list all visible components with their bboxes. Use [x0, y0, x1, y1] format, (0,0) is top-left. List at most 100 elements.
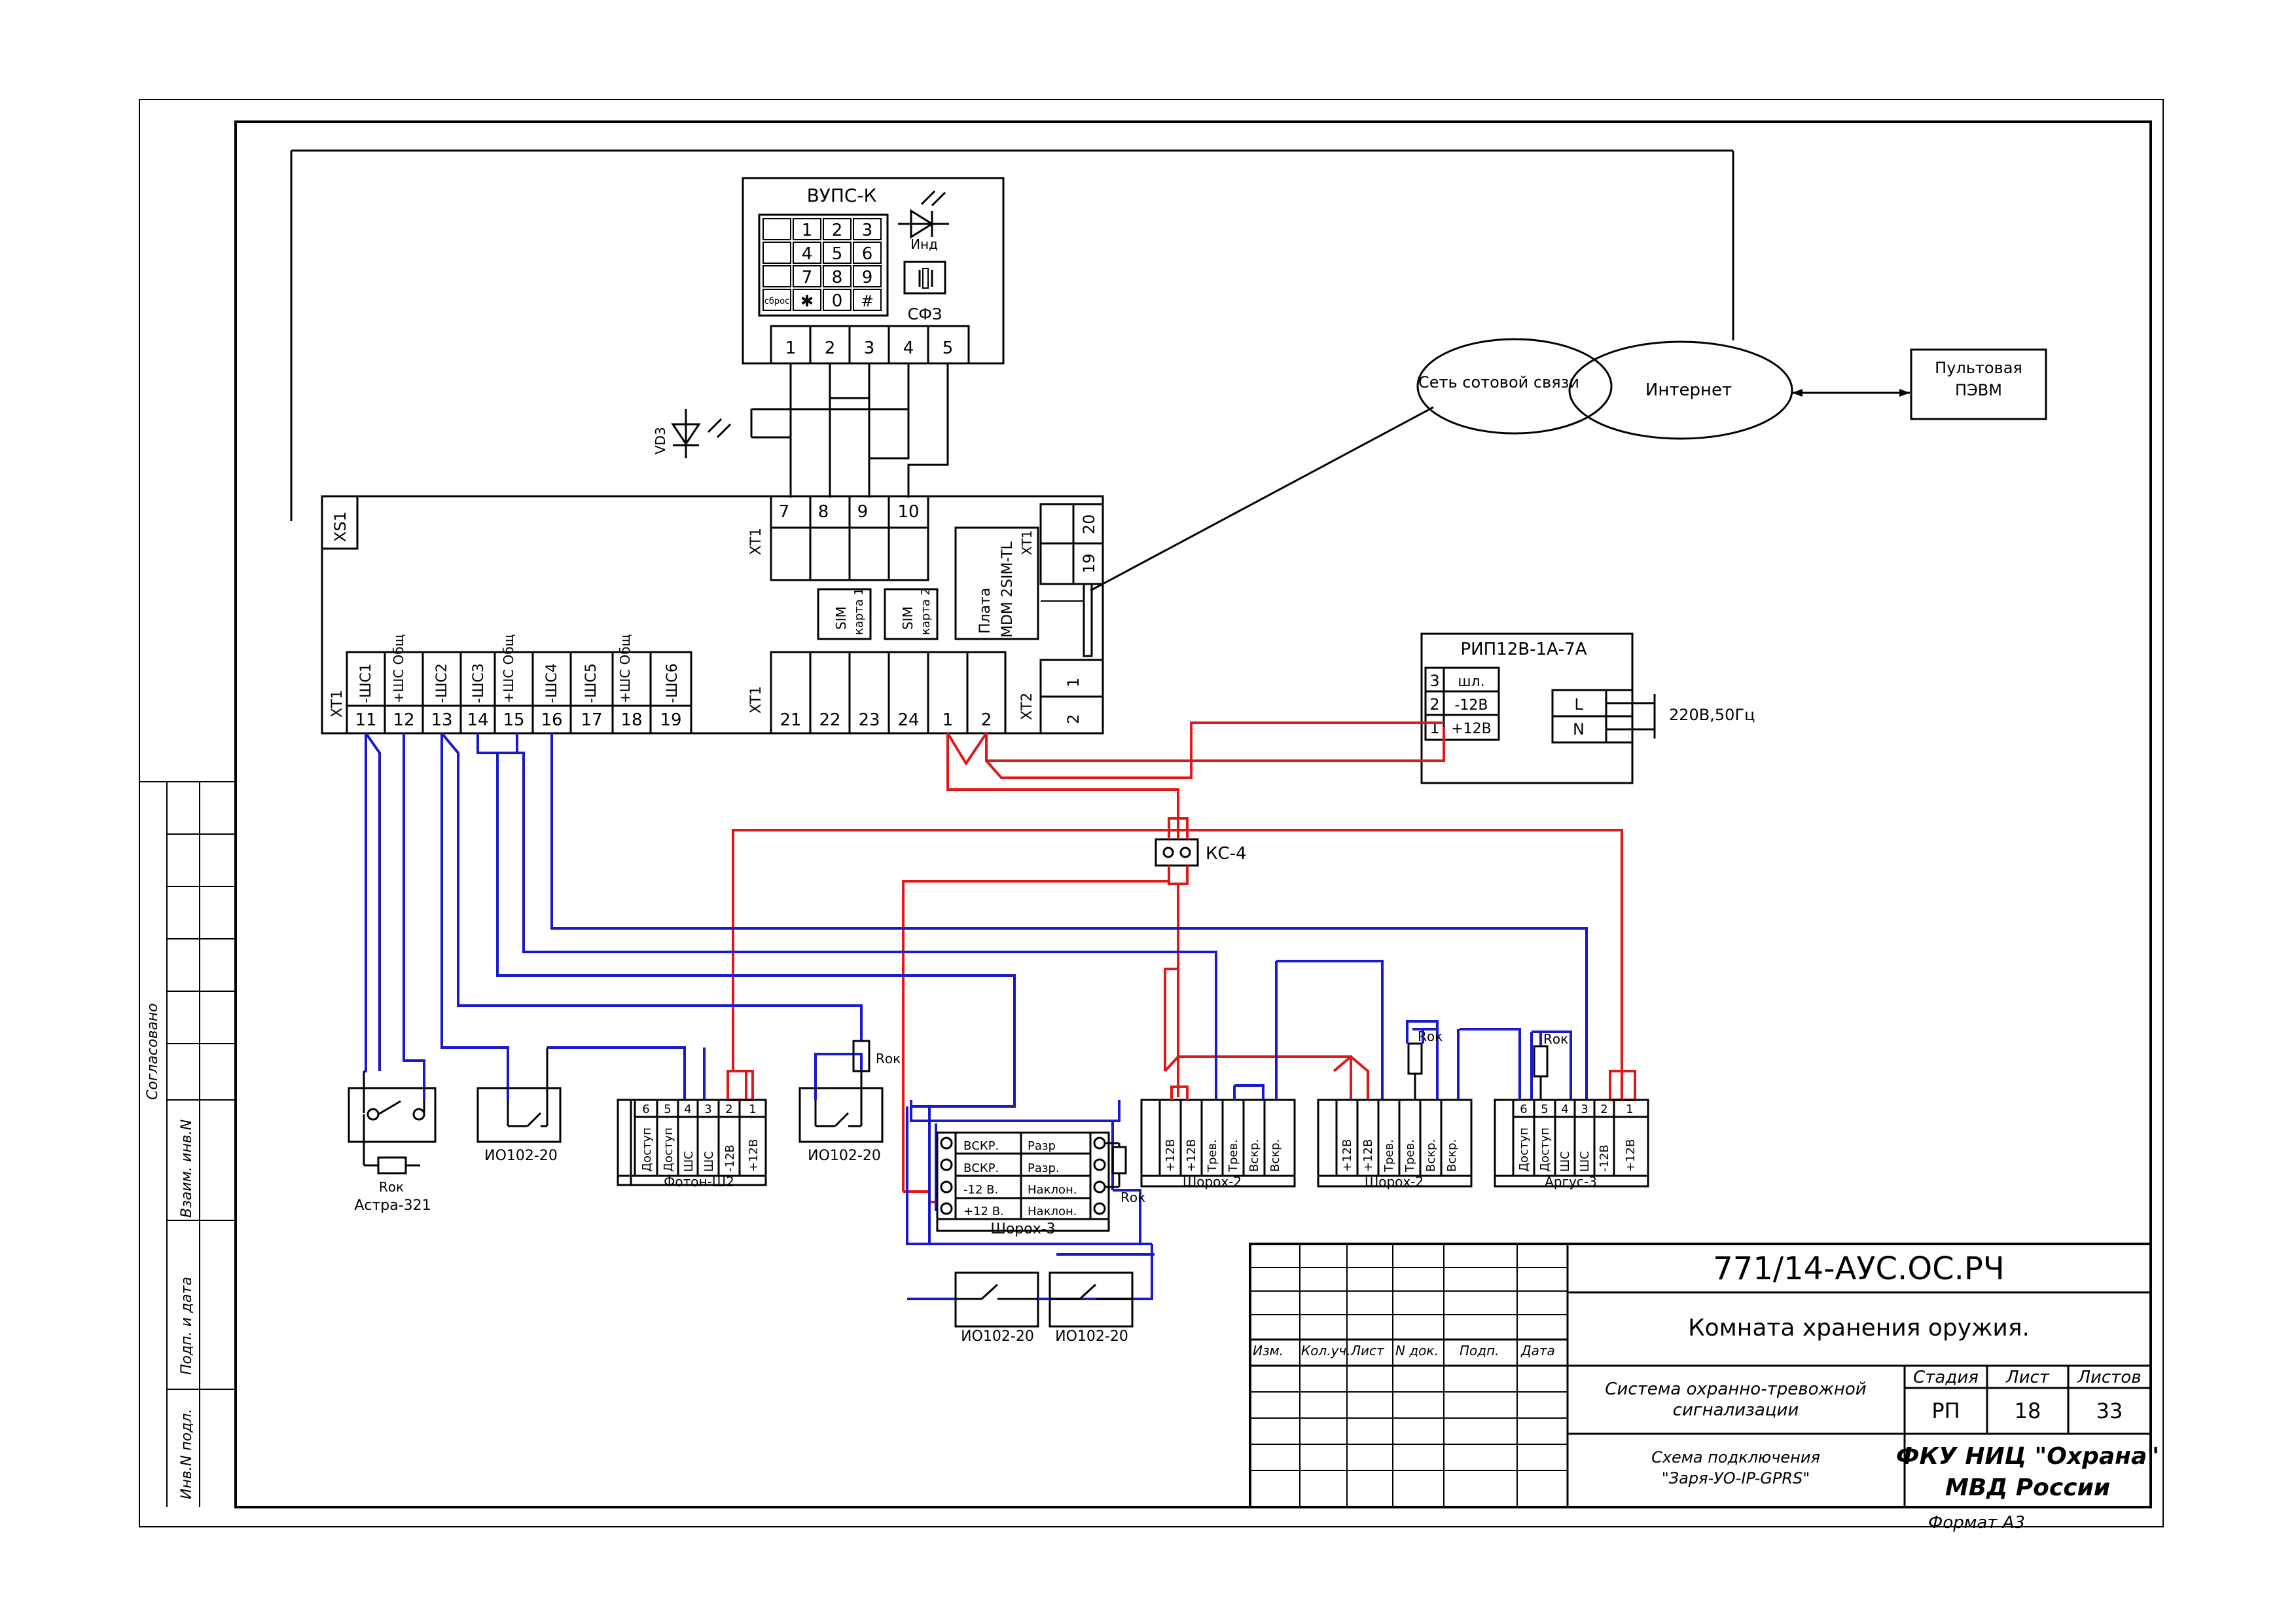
pc-line1: Пультовая	[1935, 359, 2022, 377]
vups-k-panel: ВУПС-К 1 2 3 4 5 6 7 8 9 сброс ✱ 0 #	[742, 177, 1005, 365]
sh2b-rok: Rок	[1418, 1029, 1443, 1044]
xt1-right-label: XT1	[1019, 530, 1035, 555]
stamp-agreed: Согласовано	[145, 1003, 161, 1100]
power-pin-22: 22	[819, 710, 840, 730]
vups-pin-3: 3	[864, 338, 875, 358]
xt1-power-label: XT1	[748, 686, 764, 714]
psu-rip12: РИП12В-1А-7А 3 шл. 2 -12В 1 +12В L N 220…	[1420, 632, 1755, 784]
loop-pin-19: 19	[660, 710, 681, 730]
stage-value: РП	[1931, 1398, 1960, 1423]
cellular-label: Сеть сотовой связи	[1418, 373, 1579, 392]
ind-label: Инд	[910, 236, 938, 252]
sh3-title: Шорох-3	[990, 1221, 1055, 1237]
vd3-diode-icon	[671, 409, 732, 458]
org-line1: ФКУ НИЦ "Охрана"	[1896, 1443, 2159, 1470]
foton-col-6: +12В	[747, 1139, 761, 1172]
sh2a-col-4: Трев.	[1227, 1139, 1240, 1173]
pin-8: 8	[818, 502, 829, 522]
foton-col-4: ШС	[702, 1151, 716, 1172]
sh2b-col-6: Вскр.	[1445, 1139, 1459, 1172]
vups-pin-4: 4	[903, 338, 914, 358]
pin-9: 9	[857, 502, 869, 522]
sheet-value: 18	[2015, 1398, 2041, 1423]
argus-col-1: Доступ	[1517, 1127, 1531, 1172]
io3-name: ИО102-20	[961, 1328, 1034, 1345]
io2-rok: Rок	[876, 1051, 901, 1067]
loop-label-4: -ШС3	[471, 663, 487, 703]
foton-num-1: 1	[749, 1103, 756, 1116]
argus-3-detector: 6 5 4 3 2 1 Доступ Доступ ШС ШС -12В +12…	[1494, 1031, 1649, 1190]
power-pin-21: 21	[780, 710, 801, 730]
xt2-pin-1: 1	[1064, 678, 1083, 687]
pin-19: 19	[1080, 553, 1098, 574]
vups-title: ВУПС-К	[807, 185, 877, 206]
argus-title: Аргус-3	[1545, 1174, 1597, 1190]
psu-row-2-num: 2	[1429, 695, 1439, 714]
col-ndok: N док.	[1395, 1343, 1439, 1359]
sh3-row-3-left: -12 В.	[963, 1183, 998, 1197]
doc-code: 771/14-АУС.ОС.РЧ	[1713, 1250, 2004, 1287]
sh2a-title: Шорох-2	[1183, 1174, 1242, 1190]
vups-pin-1: 1	[785, 338, 797, 358]
foton-title: Фотон-Ш2	[664, 1174, 734, 1190]
vd3-label: VD3	[653, 427, 668, 454]
xt1-loop-label: XT1	[329, 690, 346, 718]
modem-line2: MDM 2SIM-TL	[999, 541, 1016, 638]
xt2-pin-2: 2	[1064, 714, 1083, 724]
astra-rok: Rок	[379, 1179, 404, 1195]
stamp-vzam: Взаим. инв.N	[179, 1120, 195, 1218]
key-2: 2	[832, 221, 843, 240]
power-wires	[726, 721, 1636, 1203]
pin-10: 10	[897, 502, 919, 522]
foton-num-2: 2	[725, 1103, 732, 1116]
sfz-icon	[918, 268, 933, 289]
sh3-rok: Rок	[1121, 1190, 1145, 1205]
argus-col-2: Доступ	[1538, 1127, 1552, 1172]
pin-20: 20	[1080, 514, 1098, 534]
sim2-line2: карта 2	[919, 588, 933, 635]
sh2a-col-3: Трев.	[1206, 1139, 1219, 1173]
key-4: 4	[802, 244, 813, 264]
kc4-label: КС-4	[1206, 844, 1247, 864]
pin-7: 7	[779, 502, 790, 522]
loop-pin-14: 14	[467, 710, 488, 730]
modem-board	[954, 526, 1039, 640]
sh2a-col-6: Вскр.	[1268, 1139, 1282, 1172]
loop-pin-16: 16	[541, 710, 562, 730]
console-pc-box	[1910, 348, 2047, 420]
cellular-ellipse	[1416, 338, 1613, 435]
xs1-label: XS1	[331, 511, 350, 542]
foton-num-4: 4	[684, 1103, 691, 1116]
foton-col-1: Доступ	[640, 1127, 654, 1172]
foton-col-2: Доступ	[662, 1127, 675, 1172]
sh3-row-1-left: ВСКР.	[963, 1139, 999, 1153]
loop-label-9: -ШС6	[664, 663, 681, 703]
sh2a-col-2: +12В	[1185, 1139, 1198, 1172]
col-podp: Подп.	[1460, 1343, 1499, 1359]
loop-label-2: +ШС Общ	[391, 634, 406, 703]
key-hash: #	[861, 292, 874, 310]
loop-pin-11: 11	[355, 710, 376, 730]
power-pin-23: 23	[858, 710, 880, 730]
sh2b-title: Шорох-2	[1365, 1174, 1424, 1190]
sheet-label: Лист	[2005, 1368, 2050, 1387]
sh3-row-2-right: Разр.	[1028, 1161, 1060, 1175]
vups-pin-5: 5	[942, 338, 954, 358]
loop-pin-18: 18	[620, 710, 642, 730]
outer-frame	[139, 99, 2164, 1527]
sh3-row-4-right: Наклон.	[1028, 1205, 1077, 1218]
key-6: 6	[862, 244, 873, 264]
sh2b-col-1: +12В	[1340, 1139, 1354, 1172]
psu-row-1-num: 3	[1429, 672, 1439, 690]
loop-label-6: -ШС4	[544, 663, 560, 703]
stamp-inv: Инв.N подл.	[179, 1409, 195, 1499]
argus-num-1: 1	[1626, 1103, 1633, 1116]
foton-num-3: 3	[704, 1103, 711, 1116]
psu-row-2-label: -12В	[1454, 697, 1488, 714]
io102-20-contact-4: ИО102-20	[1049, 1271, 1134, 1345]
sfz-label: СФЗ	[908, 305, 942, 323]
shorokh-3-detector: ВСКР. Разр ВСКР. Разр. -12 В. Наклон. +1…	[936, 1131, 1145, 1237]
title-block: Изм. Кол.уч. Лист N док. Подп. Дата 771/…	[1249, 1243, 2159, 1533]
format-label: Формат А3	[1928, 1513, 2025, 1533]
